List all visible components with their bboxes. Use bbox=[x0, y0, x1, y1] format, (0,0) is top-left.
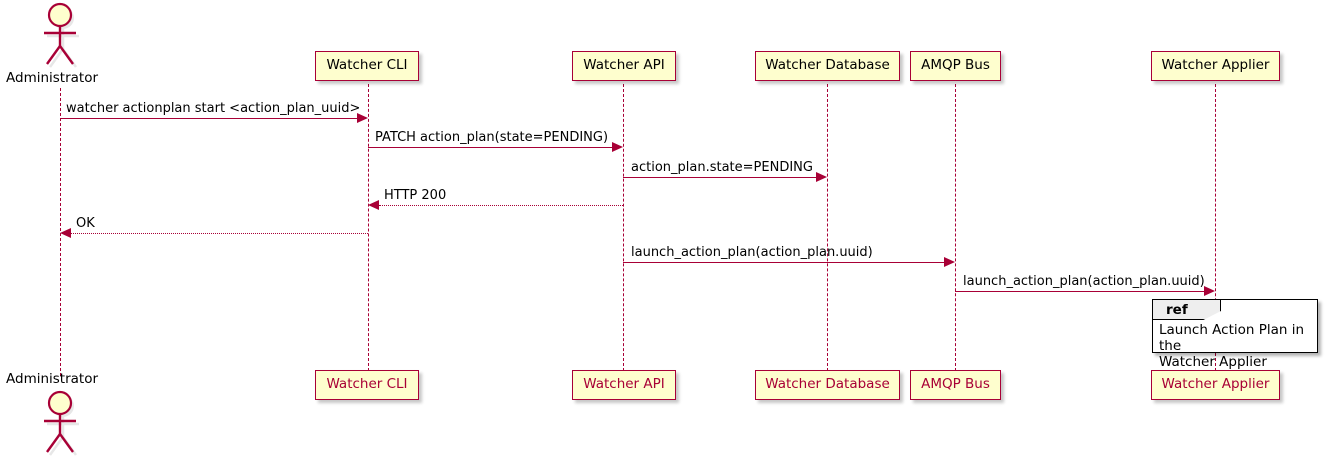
ref-fragment-label: ref bbox=[1153, 300, 1221, 320]
message-arrowhead-1 bbox=[612, 142, 623, 152]
actor-icon-top bbox=[33, 2, 89, 72]
actor-icon-bottom bbox=[33, 390, 89, 456]
participant-box-amqp-bus-top[interactable]: AMQP Bus bbox=[910, 51, 1001, 81]
participant-label-watcher-cli-bottom: Watcher CLI bbox=[326, 376, 408, 393]
participant-label-watcher-database-top: Watcher Database bbox=[765, 57, 890, 74]
participant-box-watcher-database-bottom[interactable]: Watcher Database bbox=[755, 370, 900, 400]
participant-label-watcher-database-bottom: Watcher Database bbox=[765, 376, 890, 393]
participant-label-watcher-applier-bottom: Watcher Applier bbox=[1161, 376, 1270, 393]
lifeline-watcher-api bbox=[623, 84, 624, 371]
message-label-6: launch_action_plan(action_plan.uuid) bbox=[963, 274, 1205, 289]
lifeline-watcher-applier bbox=[1215, 84, 1216, 371]
participant-box-watcher-api-top[interactable]: Watcher API bbox=[572, 51, 676, 81]
message-label-5: launch_action_plan(action_plan.uuid) bbox=[631, 245, 873, 260]
message-line-5 bbox=[623, 262, 944, 263]
message-arrowhead-0 bbox=[357, 113, 368, 123]
actor-label-top: Administrator bbox=[6, 70, 99, 86]
message-arrowhead-2 bbox=[816, 172, 827, 182]
participant-box-watcher-applier-top[interactable]: Watcher Applier bbox=[1151, 51, 1280, 81]
participant-label-watcher-api-bottom: Watcher API bbox=[583, 376, 665, 393]
participant-box-watcher-cli-top[interactable]: Watcher CLI bbox=[315, 51, 419, 81]
message-line-1 bbox=[368, 147, 612, 148]
message-line-6 bbox=[955, 291, 1204, 292]
actor-label-bottom: Administrator bbox=[6, 371, 99, 387]
participant-box-amqp-bus-bottom[interactable]: AMQP Bus bbox=[910, 370, 1001, 400]
ref-fragment: ref Launch Action Plan in the Watcher Ap… bbox=[1152, 299, 1318, 370]
message-label-3: HTTP 200 bbox=[384, 188, 447, 203]
participant-box-watcher-database-top[interactable]: Watcher Database bbox=[755, 51, 900, 81]
lifeline-watcher-cli bbox=[368, 84, 369, 371]
ref-fragment-body: Launch Action Plan in the Watcher Applie… bbox=[1159, 322, 1305, 370]
lifeline-amqp-bus bbox=[955, 84, 956, 371]
message-label-2: action_plan.state=PENDING bbox=[631, 160, 813, 175]
participant-box-watcher-applier-bottom[interactable]: Watcher Applier bbox=[1151, 370, 1280, 400]
message-line-4 bbox=[71, 233, 368, 234]
participant-label-watcher-api-top: Watcher API bbox=[583, 57, 665, 74]
message-arrowhead-3 bbox=[368, 200, 379, 210]
participant-label-amqp-bus-bottom: AMQP Bus bbox=[921, 376, 990, 393]
participant-label-watcher-cli-top: Watcher CLI bbox=[326, 57, 408, 74]
message-line-0 bbox=[60, 118, 357, 119]
participant-box-watcher-api-bottom[interactable]: Watcher API bbox=[572, 370, 676, 400]
message-label-1: PATCH action_plan(state=PENDING) bbox=[375, 130, 609, 145]
message-arrowhead-6 bbox=[1204, 286, 1215, 296]
participant-label-amqp-bus-top: AMQP Bus bbox=[921, 57, 990, 74]
message-line-2 bbox=[623, 177, 816, 178]
lifeline-watcher-database bbox=[827, 84, 828, 371]
message-label-4: OK bbox=[76, 216, 95, 231]
message-arrowhead-4 bbox=[60, 228, 71, 238]
message-arrowhead-5 bbox=[944, 257, 955, 267]
message-line-3 bbox=[379, 205, 623, 206]
participant-label-watcher-applier-top: Watcher Applier bbox=[1161, 57, 1270, 74]
message-label-0: watcher actionplan start <action_plan_uu… bbox=[66, 101, 361, 116]
participant-box-watcher-cli-bottom[interactable]: Watcher CLI bbox=[315, 370, 419, 400]
